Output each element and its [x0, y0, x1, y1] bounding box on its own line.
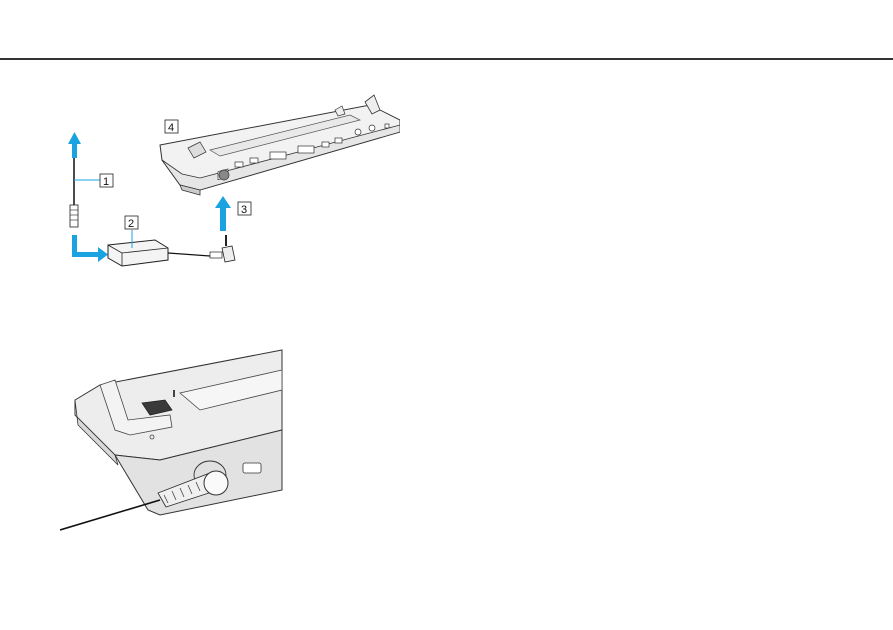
- header-rule: [0, 58, 893, 60]
- svg-text:2: 2: [128, 218, 134, 230]
- callout-4: 4: [164, 119, 179, 134]
- callout-1: 1: [74, 173, 114, 188]
- arrow-into-adapter: [72, 235, 108, 262]
- ac-adapter: [107, 239, 169, 267]
- power-cord: [69, 155, 79, 228]
- docking-station: [159, 94, 400, 196]
- svg-text:3: 3: [241, 204, 247, 216]
- arrow-up-dc-in: [215, 196, 231, 231]
- dc-cable: [167, 235, 236, 263]
- callout-3: 3: [237, 201, 252, 216]
- svg-text:4: 4: [168, 122, 174, 134]
- arrow-up-cord: [68, 132, 81, 158]
- docking-ports: [217, 123, 390, 181]
- docking-station-connection-illustration: 4 1 2: [68, 94, 400, 267]
- dc-plug-closeup-illustration: [60, 349, 283, 531]
- svg-text:1: 1: [103, 176, 109, 188]
- dc-plug: [60, 470, 229, 531]
- callout-2: 2: [124, 215, 139, 248]
- dock-closeup: [74, 349, 283, 516]
